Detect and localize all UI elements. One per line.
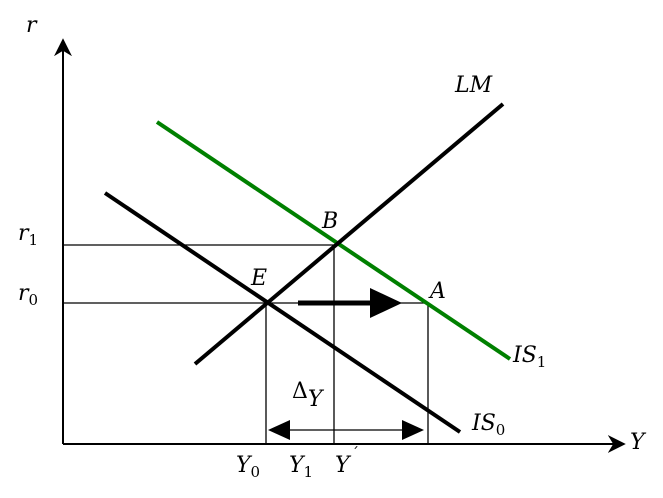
r1-tick-label: r1 xyxy=(18,221,38,249)
is1-label-sub: 1 xyxy=(537,353,547,371)
is0-curve xyxy=(103,191,462,434)
yprime-tick-prime: ´ xyxy=(352,444,360,462)
yprime-tick-main: Y xyxy=(335,453,352,478)
delta-y-sub: Y xyxy=(308,387,325,412)
is0-label-sub: 0 xyxy=(496,421,506,439)
is1-label: IS1 xyxy=(512,343,546,371)
r0-tick-sub: 0 xyxy=(29,291,39,309)
y0-tick-label: Y0 xyxy=(236,453,260,481)
r1-tick-main: r xyxy=(18,221,30,246)
point-e-label: E xyxy=(250,266,267,291)
delta-arrow-right-head xyxy=(402,420,424,440)
delta-y-main: Δ xyxy=(292,379,308,404)
delta-arrow-left-head xyxy=(268,420,290,440)
shift-arrow-head xyxy=(370,288,402,318)
x-axis-label: Y xyxy=(630,430,647,455)
is1-label-main: IS xyxy=(512,343,537,368)
lm-curve xyxy=(193,102,505,366)
y1-tick-label: Y1 xyxy=(289,453,313,481)
r0-tick-main: r xyxy=(18,281,30,306)
yprime-tick-label: Y´ xyxy=(335,444,359,478)
y1-tick-main: Y xyxy=(289,453,306,478)
is1-curve xyxy=(155,120,512,361)
point-a-label: A xyxy=(428,279,446,304)
is0-label-main: IS xyxy=(471,411,496,436)
lm-label: LM xyxy=(454,73,493,98)
is0-label: IS0 xyxy=(471,411,505,439)
delta-y-label: ΔY xyxy=(292,379,325,412)
r0-tick-label: r0 xyxy=(18,281,38,309)
y-axis-label: r xyxy=(26,13,38,38)
y0-tick-sub: 0 xyxy=(251,463,261,481)
y1-tick-sub: 1 xyxy=(304,463,314,481)
r1-tick-sub: 1 xyxy=(29,231,39,249)
point-b-label: B xyxy=(321,209,338,234)
y0-tick-main: Y xyxy=(236,453,253,478)
